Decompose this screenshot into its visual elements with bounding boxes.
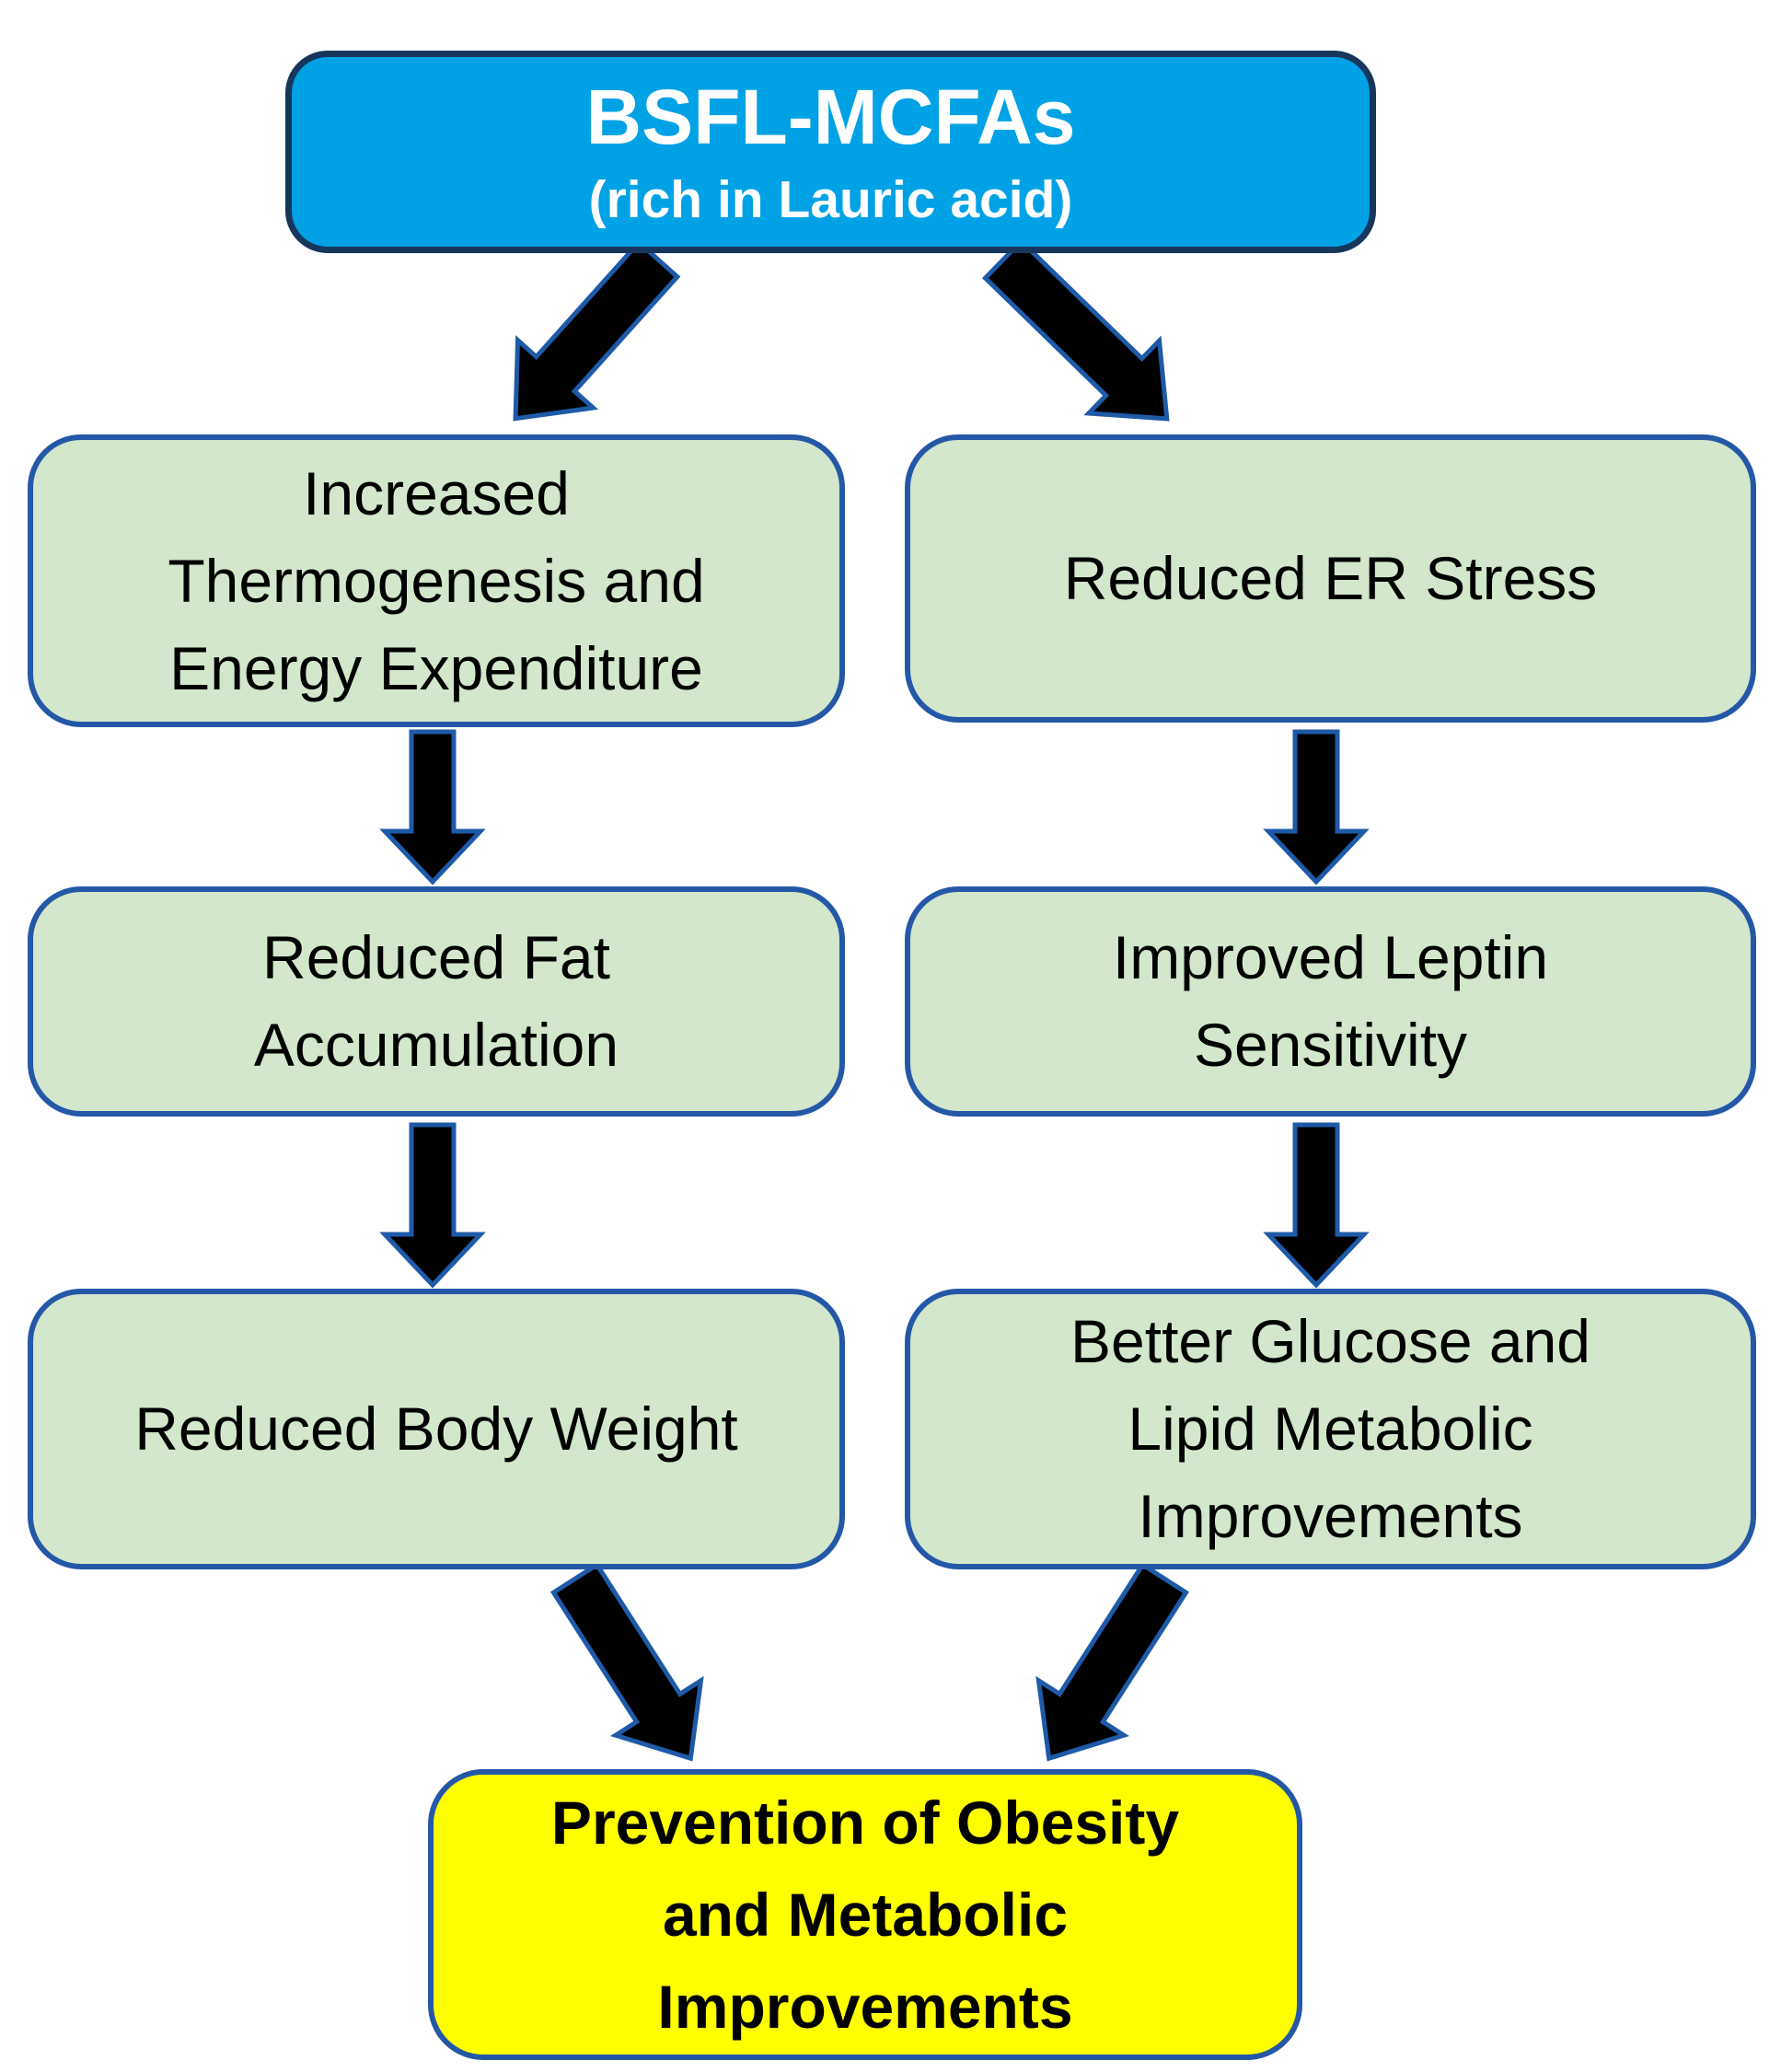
arrow-root-to-thermogenesis xyxy=(513,238,681,422)
box-text-line: Accumulation xyxy=(253,1011,619,1079)
box-improved-leptin-sensitivity: Improved Leptin Sensitivity xyxy=(905,886,1756,1117)
box-reduced-er-stress: Reduced ER Stress xyxy=(905,434,1756,723)
box-text-line: Better Glucose and xyxy=(1070,1307,1590,1375)
outcome-text-line: and Metabolic xyxy=(662,1881,1069,1949)
box-text-line: Improved Leptin xyxy=(1112,923,1549,991)
box-text-line: Increased xyxy=(303,458,570,527)
arrow-body-weight-to-outcome xyxy=(549,1561,704,1762)
box-text-line: Reduced ER Stress xyxy=(1063,544,1598,612)
box-text-line: Improvements xyxy=(1138,1482,1523,1550)
box-reduced-body-weight: Reduced Body Weight xyxy=(28,1289,845,1569)
root-subtitle: (rich in Lauric acid) xyxy=(588,170,1073,229)
box-text-line: Thermogenesis and xyxy=(168,546,705,615)
arrow-glucose-to-outcome xyxy=(1035,1561,1190,1762)
box-text-line: Sensitivity xyxy=(1193,1011,1468,1079)
arrow-fat-to-body-weight xyxy=(379,1122,486,1289)
box-text-line: Reduced Body Weight xyxy=(134,1395,738,1463)
outcome-text-line: Prevention of Obesity xyxy=(550,1788,1180,1857)
root-box-bsfl-mcfas: BSFL-MCFAs (rich in Lauric acid) xyxy=(285,51,1376,253)
outcome-box-prevention-of-obesity: Prevention of Obesity and Metabolic Impr… xyxy=(428,1769,1302,2060)
box-text-line: Reduced Fat xyxy=(262,923,610,991)
arrow-leptin-to-glucose xyxy=(1263,1122,1370,1289)
outcome-text-line: Improvements xyxy=(657,1973,1073,2041)
box-text-line: Lipid Metabolic xyxy=(1128,1395,1533,1463)
arrow-thermogenesis-to-fat xyxy=(379,729,486,886)
box-increased-thermogenesis: Increased Thermogenesis and Energy Expen… xyxy=(28,434,845,727)
box-better-glucose-lipid-metabolic: Better Glucose and Lipid Metabolic Impro… xyxy=(905,1289,1756,1569)
box-text-line: Energy Expenditure xyxy=(169,633,703,702)
arrow-er-stress-to-leptin xyxy=(1263,729,1370,886)
arrow-root-to-er-stress xyxy=(981,237,1170,422)
box-reduced-fat-accumulation: Reduced Fat Accumulation xyxy=(28,886,845,1117)
root-title: BSFL-MCFAs xyxy=(585,74,1076,160)
